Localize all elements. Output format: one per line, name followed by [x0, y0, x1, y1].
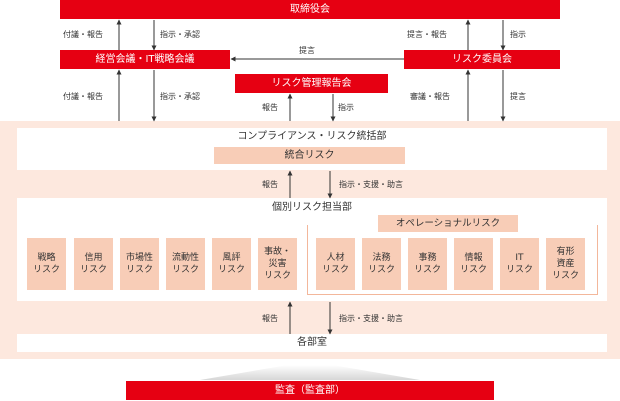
reputation-risk-box: 風評リスク: [212, 238, 251, 290]
label-shiji-shien-compliance: 指示・支援・助言: [339, 180, 403, 189]
risk-committee-box: リスク委員会: [404, 50, 560, 69]
label-houkoku-departments: 報告: [262, 314, 278, 323]
operational-risk-label: オペレーショナルリスク: [378, 215, 518, 232]
market-risk-box: 市場性リスク: [120, 238, 159, 290]
integrated-risk-box: 統合リスク: [214, 147, 405, 164]
legal-risk-box: 法務リスク: [362, 238, 401, 290]
compliance-dept-title: コンプライアンス・リスク統括部: [237, 131, 387, 142]
accident-disaster-risk-box: 事故・災害リスク: [258, 238, 297, 290]
label-shiji-shien-departments: 指示・支援・助言: [339, 314, 403, 323]
personnel-risk-box: 人材リスク: [316, 238, 355, 290]
risk-report-meeting-box: リスク管理報告会: [235, 74, 388, 93]
label-houkoku-compliance: 報告: [262, 180, 278, 189]
information-risk-box: 情報リスク: [454, 238, 493, 290]
audit-box: 監査（監査部）: [126, 381, 494, 400]
management-meeting-box: 経営会議・IT戦略会議: [60, 50, 230, 69]
liquidity-risk-box: 流動性リスク: [166, 238, 205, 290]
label-houkoku-report-meeting: 報告: [262, 103, 278, 112]
label-shiji-shounin-mid: 指示・承認: [160, 92, 200, 101]
label-shiji-report-meeting: 指示: [338, 103, 354, 112]
board-box: 取締役会: [60, 0, 560, 19]
label-fugi-houkoku-mid: 付議・報告: [63, 92, 103, 101]
strategy-risk-box: 戦略リスク: [27, 238, 66, 290]
departments-title: 各部室: [297, 337, 327, 348]
operational-risk-group: [307, 225, 598, 295]
label-teigen-right: 提言: [510, 92, 526, 101]
clerical-risk-box: 事務リスク: [408, 238, 447, 290]
individual-risk-dept-title: 個別リスク担当部: [272, 202, 352, 213]
tangible-asset-risk-box: 有形資産リスク: [546, 238, 585, 290]
label-shingi-houkoku: 審議・報告: [410, 92, 450, 101]
label-teigen-houkoku: 提言・報告: [407, 30, 447, 39]
label-fugi-houkoku-top: 付議・報告: [63, 30, 103, 39]
label-shiji-shounin-top: 指示・承認: [160, 30, 200, 39]
departments-panel: [17, 334, 607, 352]
label-shiji-top-right: 指示: [510, 30, 526, 39]
credit-risk-box: 信用リスク: [74, 238, 113, 290]
label-teigen-middle: 提言: [299, 46, 315, 55]
